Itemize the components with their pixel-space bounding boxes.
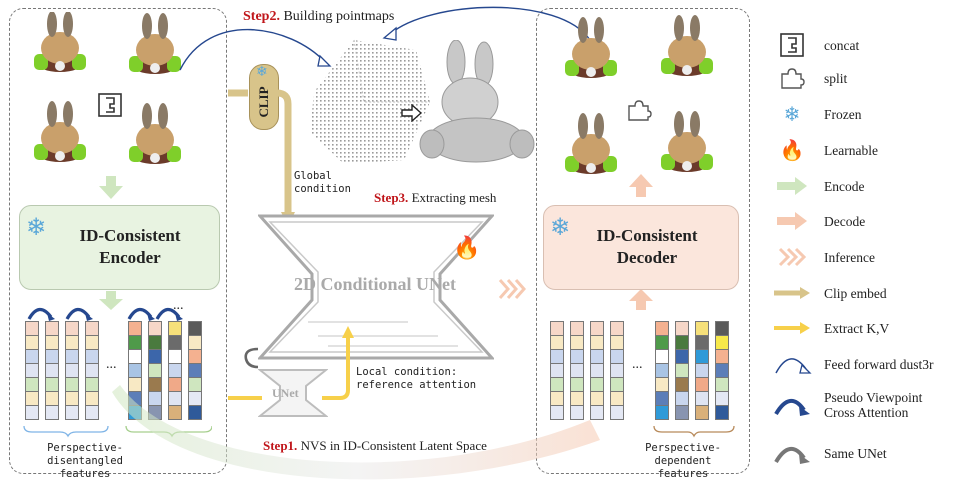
decoder-panel <box>536 8 750 474</box>
global-condition-label: Global condition <box>294 170 351 195</box>
decoder-box <box>543 205 739 290</box>
legend-item: Inference <box>770 242 875 272</box>
legend-label: Feed forward dust3r <box>824 356 934 372</box>
legend-label: Pseudo Viewpoint Cross Attention <box>824 390 923 420</box>
legend-item: Feed forward dust3r <box>770 349 933 379</box>
legend-item: Clip embed <box>770 278 887 308</box>
local-condition-label: Local condition: reference attention <box>356 366 477 391</box>
top-ellipsis: ... <box>173 298 184 313</box>
legend-label: split <box>824 70 848 86</box>
legend-item: ❄ Frozen <box>770 99 862 129</box>
inference-chevrons <box>498 279 526 299</box>
legend-item: split <box>770 63 847 93</box>
unet-title: 2D Conditional UNet <box>293 274 456 294</box>
right-features-caption: Perspective-dependent features <box>645 442 721 480</box>
extract-kv-arrow-icon <box>770 314 814 342</box>
legend-label: Learnable <box>824 142 878 158</box>
legend-item: Same UNet <box>770 438 887 468</box>
small-unet <box>258 369 328 417</box>
encoder-snowflake-icon: ❄ <box>26 213 47 241</box>
mesh-image <box>419 40 535 163</box>
step1-title: Step1. NVS in ID-Consistent Latent Space <box>263 438 487 453</box>
legend-item: 🔥 Learnable <box>770 135 878 165</box>
pointmap-image <box>310 39 430 164</box>
legend-label: Encode <box>824 178 865 194</box>
step2-title: Step2. Building pointmaps <box>243 9 395 24</box>
step3-title: Step3. Extracting mesh <box>374 190 497 205</box>
cross-attention-arc-icon <box>770 391 814 419</box>
left-ellipsis: ... <box>106 357 117 372</box>
encoder-title: ID-Consistent Encoder <box>79 226 181 267</box>
decode-arrow-2 <box>629 289 653 310</box>
encode-arrow-icon <box>770 172 814 200</box>
extract-arrow-icon <box>401 104 422 122</box>
legend-label: Extract K,V <box>824 320 890 336</box>
legend-label: Inference <box>824 249 875 265</box>
right-ellipsis: ... <box>632 357 643 372</box>
left-features-caption: Perspective-disentangled features <box>47 442 123 480</box>
conditional-unet <box>258 214 494 360</box>
decoder-title: ID-Consistent Decoder <box>596 226 698 267</box>
clip-snowflake-icon: ❄ <box>256 64 268 80</box>
legend-item: concat <box>770 30 859 60</box>
feed-forward-arc-icon <box>770 350 814 378</box>
small-unet-label: UNet <box>272 386 299 400</box>
decode-arrow-1 <box>629 174 653 197</box>
right-feature-bracket <box>653 425 735 438</box>
concat-icon <box>770 31 814 59</box>
encoder-box <box>19 205 220 290</box>
flame-icon: 🔥 <box>779 138 805 162</box>
legend-item: Decode <box>770 206 865 236</box>
legend-item: Pseudo Viewpoint Cross Attention <box>770 390 922 420</box>
legend-label: Clip embed <box>824 285 887 301</box>
legend-label: Same UNet <box>824 445 887 461</box>
same-unet-arc-icon <box>244 347 259 369</box>
encoder-panel <box>9 8 227 474</box>
same-unet-arc-icon <box>770 439 814 467</box>
clip-embed-arrow-icon <box>770 279 814 307</box>
snowflake-icon: ❄ <box>783 102 801 126</box>
clip-block <box>249 64 279 130</box>
decode-arrow-icon <box>770 207 814 235</box>
encode-arrow-2 <box>99 291 123 310</box>
legend-item: Extract K,V <box>770 313 889 343</box>
unet-flame-icon: 🔥 <box>453 236 481 261</box>
cross-attention-arcs <box>27 307 183 321</box>
legend-item: Encode <box>770 171 864 201</box>
split-icon <box>628 100 652 121</box>
encode-arrow <box>99 176 123 199</box>
concat-icon <box>98 93 122 117</box>
legend-label: Decode <box>824 213 866 229</box>
decoder-snowflake-icon: ❄ <box>550 213 571 241</box>
legend-label: concat <box>824 37 860 53</box>
legend-label: Frozen <box>824 106 862 122</box>
split-icon <box>770 64 814 92</box>
inference-chevron-icon <box>770 243 814 271</box>
